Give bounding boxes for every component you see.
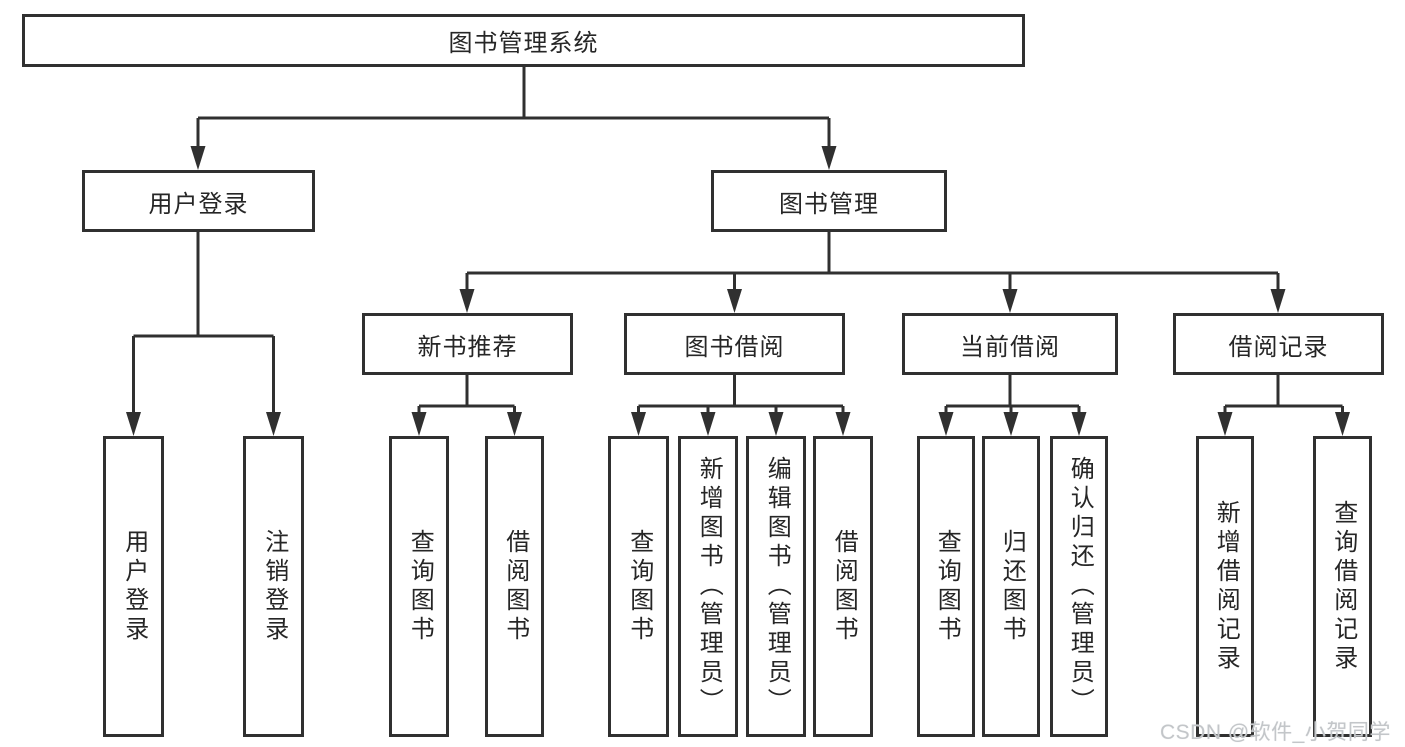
node-borrowing-records: 借阅记录 bbox=[1173, 313, 1384, 375]
leaf-confirm-return-admin: 确认归还（管理员） bbox=[1050, 436, 1108, 737]
leaf-edit-books-admin-label: 编辑图书（管理员） bbox=[763, 456, 791, 717]
node-user-login: 用户登录 bbox=[82, 170, 315, 232]
node-book-management-label: 图书管理 bbox=[779, 190, 879, 218]
leaf-logout: 注销登录 bbox=[243, 436, 304, 737]
leaf-recommend-query-books: 查询图书 bbox=[389, 436, 449, 737]
leaf-borrowing-query-books: 查询图书 bbox=[608, 436, 669, 737]
node-book-borrowing: 图书借阅 bbox=[624, 313, 845, 375]
leaf-borrowing-borrow-books-label: 借阅图书 bbox=[830, 528, 858, 645]
leaf-edit-books-admin: 编辑图书（管理员） bbox=[746, 436, 806, 737]
leaf-logout-label: 注销登录 bbox=[260, 528, 288, 645]
leaf-borrowing-query-books-label: 查询图书 bbox=[625, 528, 653, 645]
leaf-recommend-borrow-books-label: 借阅图书 bbox=[501, 528, 529, 645]
csdn-watermark: CSDN @软件_小贺同学 bbox=[1160, 721, 1391, 744]
leaf-add-books-admin: 新增图书（管理员） bbox=[678, 436, 738, 737]
leaf-query-borrow-record: 查询借阅记录 bbox=[1313, 436, 1372, 737]
leaf-current-query-books: 查询图书 bbox=[917, 436, 975, 737]
leaf-add-borrow-record-label: 新增借阅记录 bbox=[1212, 499, 1240, 674]
node-new-book-recommend: 新书推荐 bbox=[362, 313, 573, 375]
leaf-confirm-return-admin-label: 确认归还（管理员） bbox=[1066, 456, 1094, 717]
leaf-user-login: 用户登录 bbox=[103, 436, 164, 737]
leaf-query-borrow-record-label: 查询借阅记录 bbox=[1329, 499, 1357, 674]
node-borrowing-records-label: 借阅记录 bbox=[1228, 333, 1329, 361]
leaf-borrowing-borrow-books: 借阅图书 bbox=[813, 436, 873, 737]
node-book-borrowing-label: 图书借阅 bbox=[684, 333, 785, 361]
node-book-management: 图书管理 bbox=[711, 170, 947, 232]
node-root-label: 图书管理系统 bbox=[448, 30, 599, 57]
node-new-book-recommend-label: 新书推荐 bbox=[417, 333, 518, 361]
leaf-current-query-books-label: 查询图书 bbox=[933, 528, 961, 645]
node-current-borrowing-label: 当前借阅 bbox=[960, 333, 1060, 361]
node-root: 图书管理系统 bbox=[22, 14, 1025, 67]
leaf-return-books-label: 归还图书 bbox=[998, 528, 1026, 645]
leaf-add-borrow-record: 新增借阅记录 bbox=[1196, 436, 1254, 737]
leaf-add-books-admin-label: 新增图书（管理员） bbox=[695, 456, 723, 717]
node-current-borrowing: 当前借阅 bbox=[902, 313, 1118, 375]
leaf-user-login-label: 用户登录 bbox=[120, 528, 148, 645]
node-user-login-label: 用户登录 bbox=[148, 190, 249, 218]
leaf-return-books: 归还图书 bbox=[982, 436, 1040, 737]
leaf-recommend-borrow-books: 借阅图书 bbox=[485, 436, 544, 737]
leaf-recommend-query-books-label: 查询图书 bbox=[406, 528, 434, 645]
